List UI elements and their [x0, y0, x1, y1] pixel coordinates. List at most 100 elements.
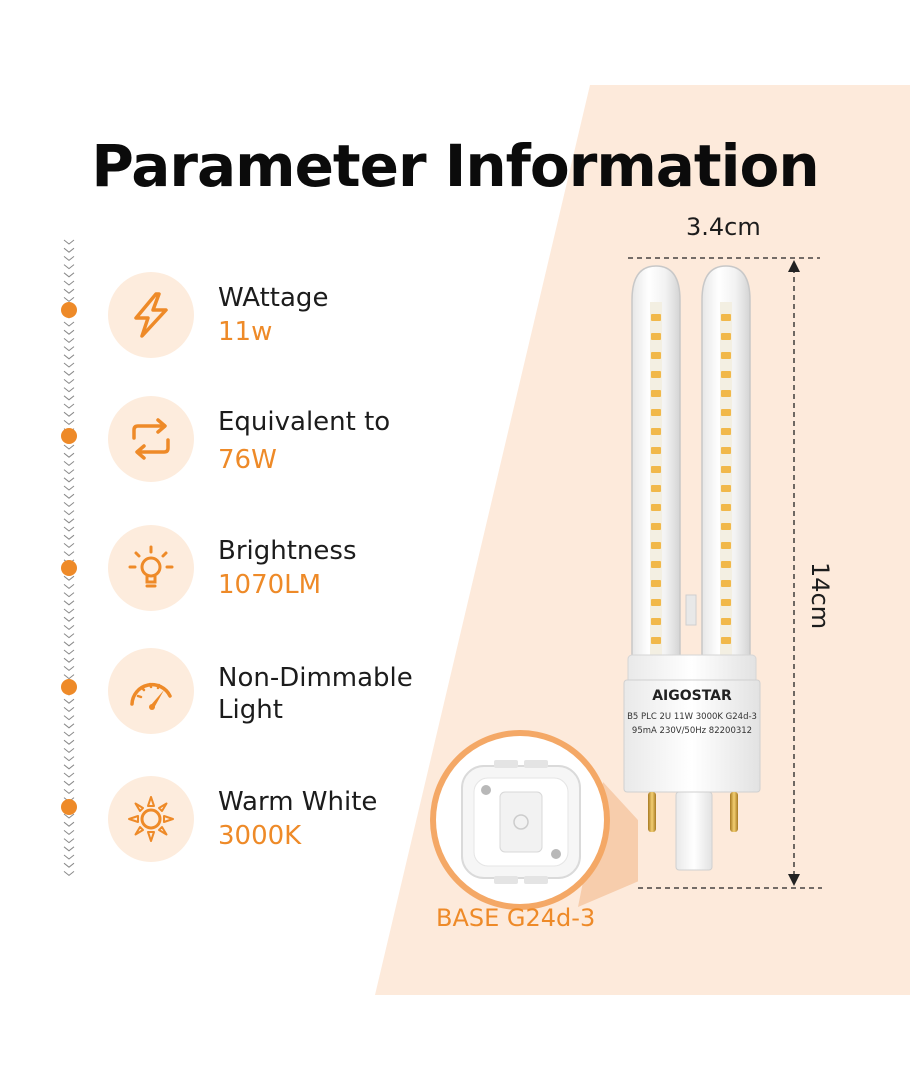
led-chip: [651, 485, 661, 492]
chevron-icon: [63, 272, 75, 278]
chevron-icon: [63, 526, 75, 532]
chevron-icon: [63, 518, 75, 524]
chevron-icon: [63, 239, 75, 245]
chevron-icon: [63, 666, 75, 672]
chevron-icon: [63, 616, 75, 622]
feature-label-line2: Light: [218, 695, 283, 725]
timeline-dot: [61, 302, 77, 318]
chevron-icon: [63, 830, 75, 836]
chevron-icon: [63, 600, 75, 606]
chevron-icon: [63, 698, 75, 704]
led-chip: [651, 561, 661, 568]
chevron-icon: [63, 370, 75, 376]
chevron-icon: [63, 739, 75, 745]
chevron-icon: [63, 485, 75, 491]
chevron-icon: [63, 592, 75, 598]
spec-line-2: 95mA 230V/50Hz 82200312: [632, 726, 752, 736]
led-chip: [721, 333, 731, 340]
led-chip: [721, 561, 731, 568]
chevron-icon: [63, 510, 75, 516]
timeline-dot: [61, 560, 77, 576]
chevron-icon: [63, 256, 75, 262]
chevron-icon: [63, 772, 75, 778]
led-chip: [651, 580, 661, 587]
chevron-icon: [63, 247, 75, 253]
arrow-bottom: [788, 874, 800, 886]
timeline-dot: [61, 799, 77, 815]
lightning-icon: [134, 292, 168, 338]
chevron-icon: [63, 379, 75, 385]
led-chip: [721, 637, 731, 644]
base-type-label: BASE G24d-3: [436, 904, 596, 932]
chevron-icon: [63, 608, 75, 614]
chevron-icon: [63, 789, 75, 795]
chevron-icon: [63, 493, 75, 499]
chevron-icon: [63, 641, 75, 647]
led-chip: [721, 428, 731, 435]
timeline-dot: [61, 428, 77, 444]
chevron-icon: [63, 452, 75, 458]
led-chip: [651, 447, 661, 454]
chevron-icon: [63, 395, 75, 401]
chevron-icon: [63, 338, 75, 344]
led-bulb-illustration: AIGOSTAR B5 PLC 2U 11W 3000K G24d-3 95mA…: [623, 257, 822, 889]
chevron-icon: [63, 321, 75, 327]
feature-label: Warm White: [218, 787, 378, 817]
feature-value: 3000K: [218, 821, 302, 851]
led-chip: [721, 599, 731, 606]
gauge-icon: [130, 682, 172, 710]
chevron-icon: [63, 469, 75, 475]
led-chip: [651, 314, 661, 321]
led-chip: [651, 466, 661, 473]
chevron-icon: [63, 288, 75, 294]
feature-label: Equivalent to: [218, 407, 391, 437]
screw: [551, 849, 561, 859]
brand-text: AIGOSTAR: [652, 688, 732, 704]
icon-circle: [108, 272, 194, 358]
pin-right: [730, 792, 738, 832]
chevron-icon: [63, 715, 75, 721]
chevron-icon: [63, 551, 75, 557]
chevron-icon: [63, 707, 75, 713]
timeline-dot: [61, 679, 77, 695]
chevron-icon: [63, 575, 75, 581]
chevron-icon: [63, 756, 75, 762]
tube-bridge: [685, 594, 697, 626]
feature-value: 1070LM: [218, 570, 322, 600]
led-chip: [721, 504, 731, 511]
led-chip: [651, 409, 661, 416]
led-chip: [721, 447, 731, 454]
swap-arrows-icon: [132, 418, 170, 460]
chevron-icon: [63, 846, 75, 852]
chevron-icon: [63, 838, 75, 844]
led-chip: [721, 314, 731, 321]
led-chip: [721, 542, 731, 549]
chevron-icon: [63, 329, 75, 335]
led-chip: [651, 352, 661, 359]
led-chip: [651, 333, 661, 340]
icon-circle: [108, 396, 194, 482]
led-chip: [651, 542, 661, 549]
base-plug: [675, 791, 713, 871]
feature-label: Non-Dimmable: [218, 663, 413, 693]
chevron-icon: [63, 403, 75, 409]
led-chip: [651, 618, 661, 625]
chevron-icon: [63, 764, 75, 770]
chevron-icon: [63, 633, 75, 639]
chevron-icon: [63, 862, 75, 868]
led-chip: [721, 523, 731, 530]
chevron-icon: [63, 502, 75, 508]
feature-value: 76W: [218, 445, 277, 475]
chevron-icon: [63, 780, 75, 786]
dimension-lines: [628, 257, 822, 889]
feature-label: WAttage: [218, 283, 329, 313]
light-bulb-icon: [128, 545, 174, 588]
chevron-icon: [63, 674, 75, 680]
chevron-icon: [63, 731, 75, 737]
chevron-icon: [63, 854, 75, 860]
led-chip: [651, 637, 661, 644]
base-detail-callout: [430, 730, 638, 910]
width-dimension-label: 3.4cm: [686, 213, 761, 241]
led-chip: [651, 599, 661, 606]
